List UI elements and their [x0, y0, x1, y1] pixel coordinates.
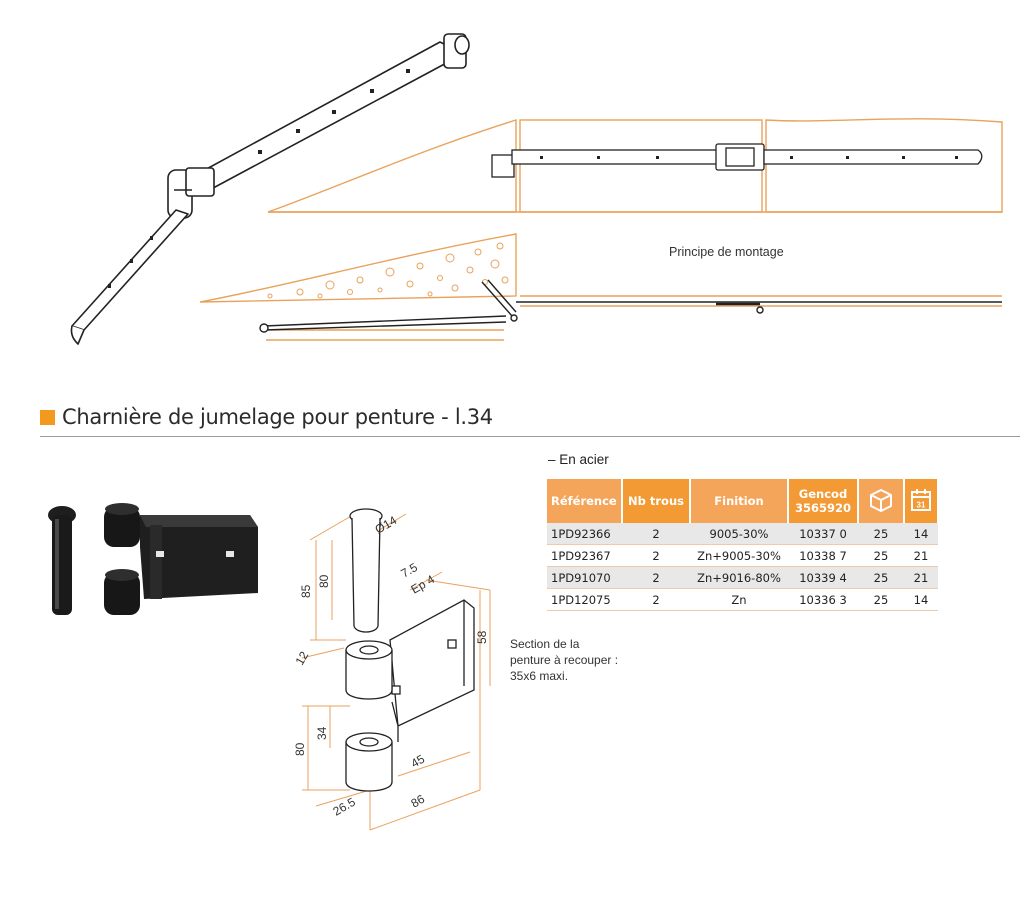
cell-nb-trous: 2 — [622, 523, 690, 545]
mounting-illustration — [70, 33, 1003, 345]
hinge-photo — [104, 503, 258, 615]
section-note: Section de la penture à recouper : 35x6 … — [510, 636, 650, 684]
plan-view — [199, 233, 1002, 341]
strap-hinge-drawing — [70, 33, 470, 345]
cell-gencod: 10336 3 — [788, 588, 858, 611]
dim-34: 34 — [315, 726, 329, 740]
gencod-label: Gencod — [798, 487, 848, 501]
col-gencod: Gencod 3565920 — [788, 479, 859, 523]
cell-reference: 1PD91070 — [547, 566, 622, 589]
calendar-icon: 31 — [911, 488, 931, 511]
dim-12: 12 — [292, 649, 311, 668]
title-divider — [40, 436, 1020, 437]
cell-nb-trous: 2 — [622, 566, 690, 589]
calendar-day: 31 — [917, 500, 926, 509]
cell-quantity: 25 — [858, 544, 904, 567]
cell-finition: Zn — [690, 588, 788, 611]
cell-delay: 14 — [904, 523, 938, 545]
dim-80-top: 80 — [317, 574, 331, 588]
cell-quantity: 25 — [858, 523, 904, 545]
cell-gencod: 10337 0 — [788, 523, 858, 545]
cell-delay: 21 — [904, 544, 938, 567]
gencod-prefix: 3565920 — [794, 501, 851, 515]
cell-delay: 21 — [904, 566, 938, 589]
note-line-1: Section de la — [510, 637, 580, 651]
elevation-view — [267, 118, 1003, 213]
dim-26-5: 26.5 — [331, 795, 359, 819]
technical-drawing: Ø14 85 80 7.5 Ep 4 58 12 34 80 45 26.5 8… — [292, 508, 491, 831]
col-finition: Finition — [690, 479, 789, 523]
dim-85: 85 — [299, 584, 313, 598]
elevation-strap — [491, 143, 983, 178]
cell-gencod: 10338 7 — [788, 544, 858, 567]
cell-finition: 9005-30% — [690, 523, 788, 545]
cell-nb-trous: 2 — [622, 544, 690, 567]
plan-strap — [259, 279, 1002, 333]
col-quantity — [858, 479, 905, 523]
cell-nb-trous: 2 — [622, 588, 690, 611]
dim-58: 58 — [475, 630, 489, 644]
cell-finition: Zn+9005-30% — [690, 544, 788, 567]
cell-reference: 1PD12075 — [547, 588, 622, 611]
mounting-caption: Principe de montage — [669, 245, 784, 259]
dimension-lines — [301, 511, 491, 831]
cell-quantity: 25 — [858, 588, 904, 611]
hinge-drawing — [345, 599, 475, 792]
cell-gencod: 10339 4 — [788, 566, 858, 589]
table-header-row: Référence Nb trous Finition Gencod 35659… — [547, 479, 939, 523]
cell-reference: 1PD92367 — [547, 544, 622, 567]
dim-86: 86 — [409, 792, 428, 811]
col-nb-trous: Nb trous — [622, 479, 691, 523]
pin-drawing — [349, 508, 383, 633]
section-heading: Charnière de jumelage pour penture - l.3… — [40, 402, 493, 432]
note-line-3: 35x6 maxi. — [510, 669, 569, 683]
cell-finition: Zn+9016-80% — [690, 566, 788, 589]
dim-7-5: 7.5 — [399, 560, 421, 581]
col-reference: Référence — [547, 479, 623, 523]
cell-delay: 14 — [904, 588, 938, 611]
cell-quantity: 25 — [858, 566, 904, 589]
dim-80-bottom: 80 — [293, 742, 307, 756]
table-row: 1PD92366 2 9005-30% 10337 0 25 14 — [547, 523, 938, 545]
product-photo — [48, 503, 258, 615]
cell-reference: 1PD92366 — [547, 523, 622, 545]
material-note: – En acier — [548, 452, 609, 467]
table-row: 1PD12075 2 Zn 10336 3 25 14 — [547, 588, 938, 611]
table-row: 1PD92367 2 Zn+9005-30% 10338 7 25 21 — [547, 544, 938, 567]
stone-texture — [267, 242, 509, 299]
box-icon — [870, 488, 892, 512]
pin-photo — [48, 506, 76, 615]
table-row: 1PD91070 2 Zn+9016-80% 10339 4 25 21 — [547, 566, 938, 589]
product-title: Charnière de jumelage pour penture - l.3… — [62, 405, 493, 429]
title-bullet — [40, 409, 55, 425]
dim-45: 45 — [409, 752, 428, 771]
col-delay: 31 — [904, 479, 939, 523]
spec-table: Référence Nb trous Finition Gencod 35659… — [547, 479, 939, 611]
note-line-2: penture à recouper : — [510, 653, 619, 667]
